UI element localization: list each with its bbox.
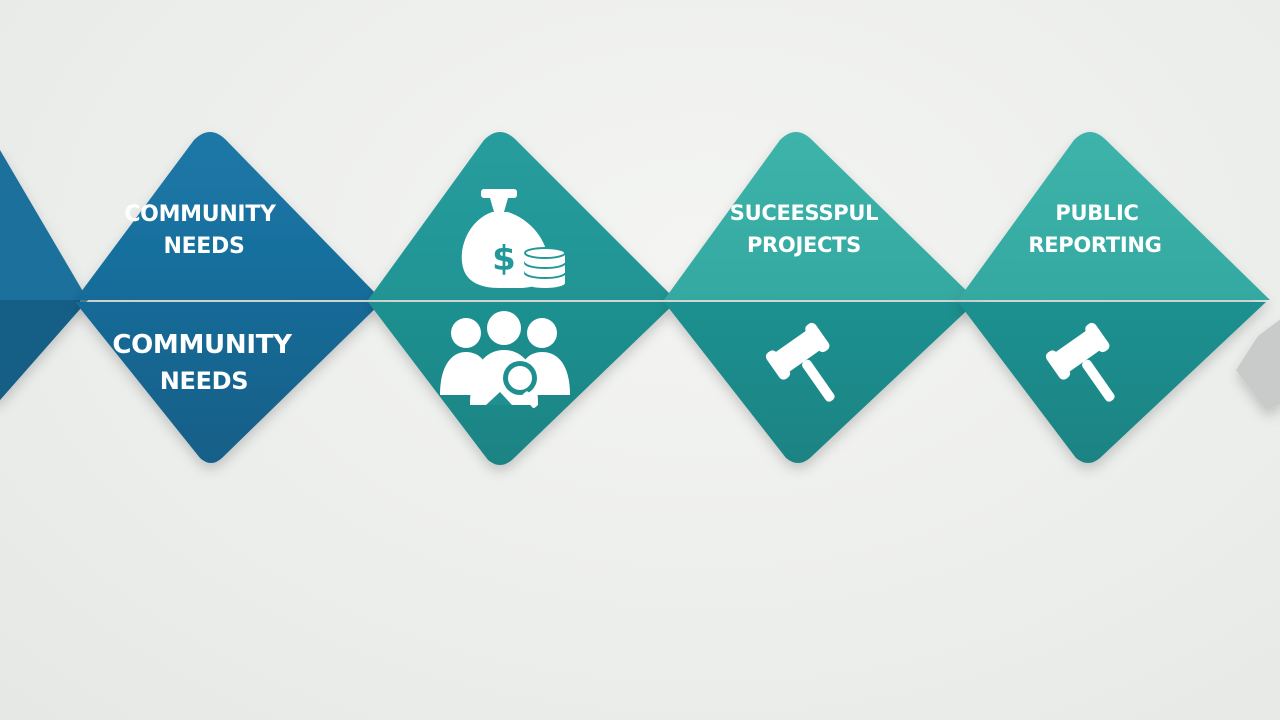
partial-step-left bbox=[0, 150, 88, 400]
step-4-top-label-line-2: REPORTING bbox=[1028, 233, 1161, 257]
step-1-top-diamond bbox=[75, 132, 382, 300]
step-1-bottom-label-line-2: NEEDS bbox=[160, 367, 249, 395]
step-3-top-diamond bbox=[664, 132, 976, 300]
step-4-public-reporting: PUBLIC REPORTING bbox=[958, 132, 1270, 463]
step-2-funding: $ bbox=[368, 132, 676, 465]
gavel-icon bbox=[1045, 322, 1115, 402]
step-1-community-needs: COMMUNITY NEEDS COMMUNITY NEEDS bbox=[75, 132, 382, 463]
gavel-icon bbox=[765, 322, 835, 402]
step-3-top-label-line-1: SUCEESSPUL bbox=[730, 201, 878, 225]
svg-text:$: $ bbox=[492, 239, 516, 279]
people-group-search-icon bbox=[440, 311, 570, 409]
step-4-top-diamond bbox=[958, 132, 1270, 300]
step-4-bottom-diamond bbox=[958, 302, 1266, 463]
money-bag-coins-icon: $ bbox=[461, 189, 566, 288]
step-1-bottom-label-line-1: COMMUNITY bbox=[112, 330, 293, 360]
step-3-successful-projects: SUCEESSPUL PROJECTS bbox=[664, 132, 976, 463]
step-2-top-diamond bbox=[368, 132, 676, 300]
partial-step-right bbox=[1236, 319, 1280, 410]
step-1-bottom-diamond bbox=[75, 302, 382, 463]
step-3-top-label-line-2: PROJECTS bbox=[747, 233, 861, 257]
step-1-top-label-line-1: COMMUNITY bbox=[124, 202, 277, 227]
step-4-top-label-line-1: PUBLIC bbox=[1055, 201, 1138, 225]
step-1-top-label-line-2: NEEDS bbox=[163, 234, 244, 259]
